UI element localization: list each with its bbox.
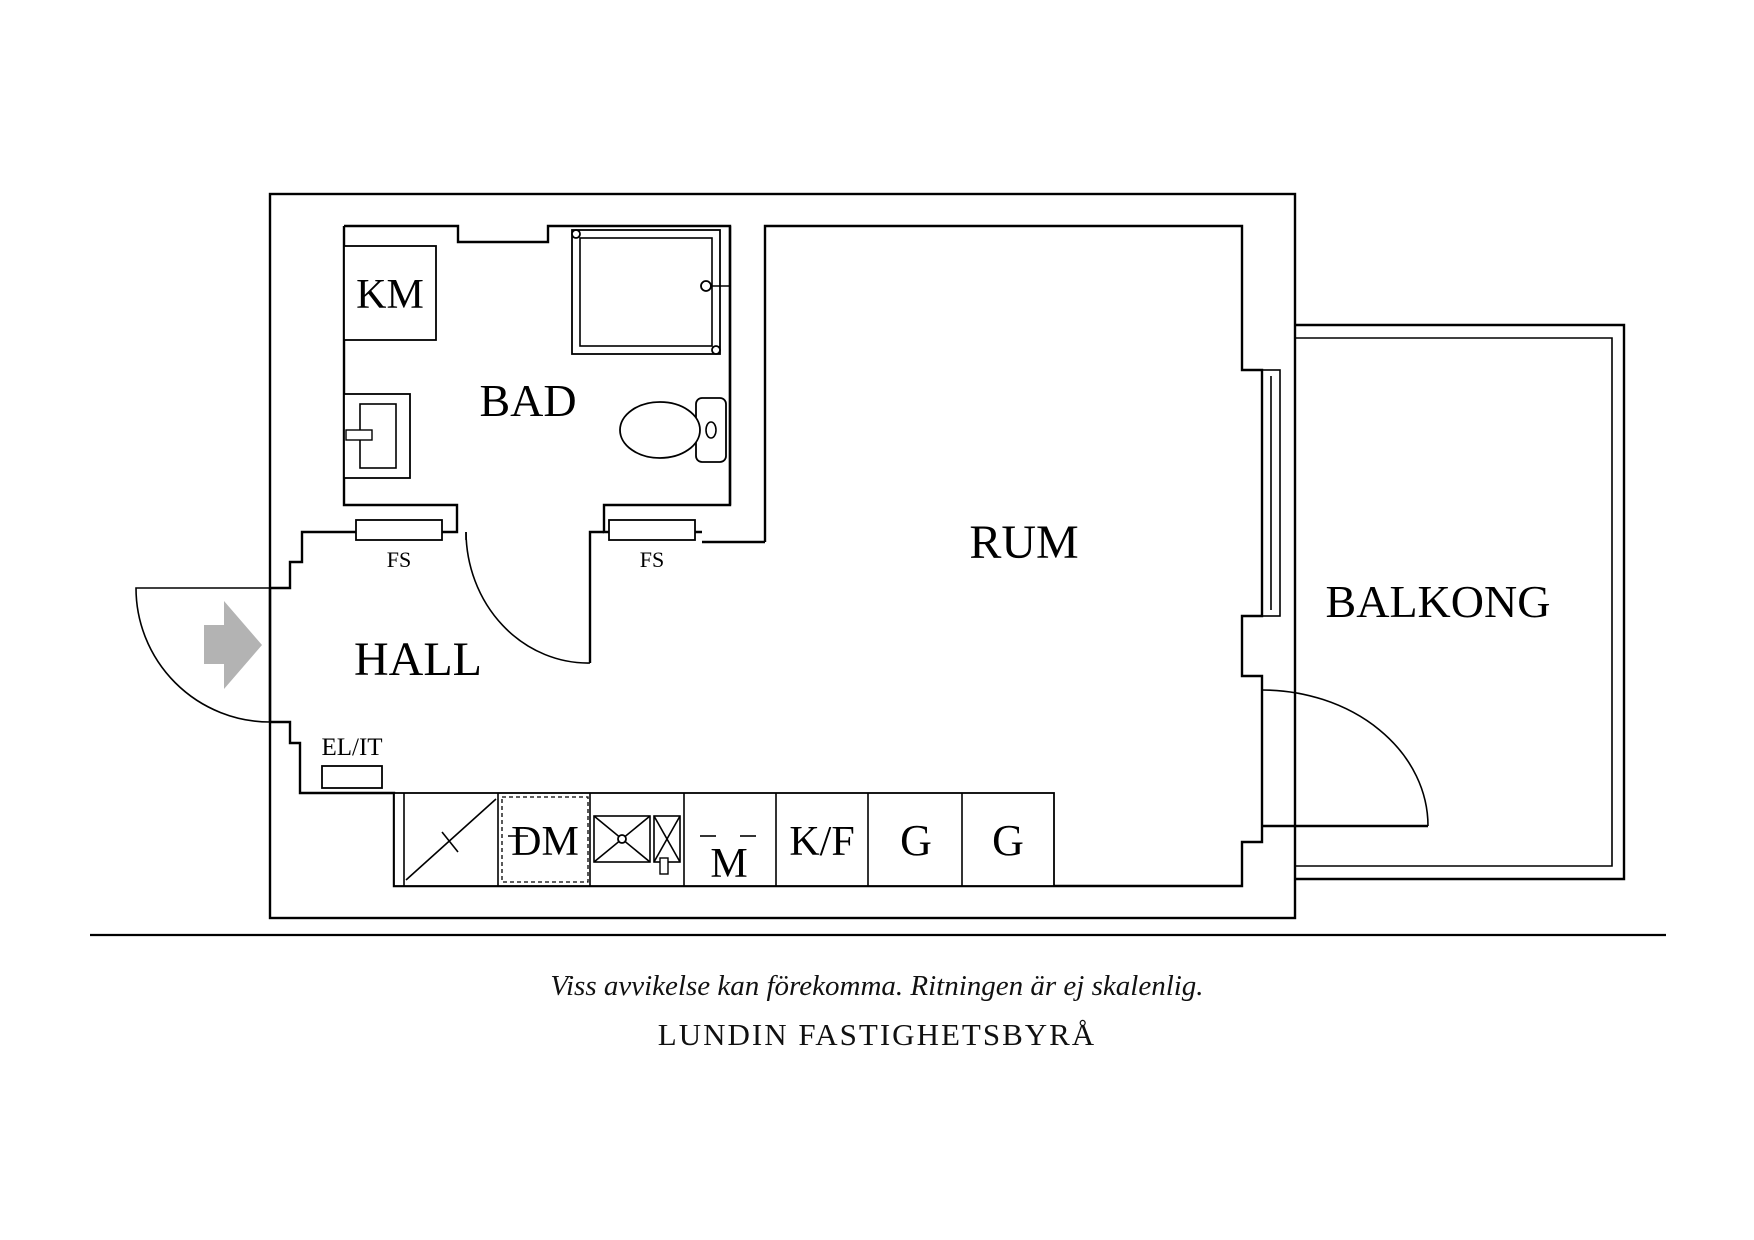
label-bad: BAD [479, 375, 576, 426]
bathroom-wall-top [344, 224, 732, 534]
outer-wall [268, 192, 1297, 920]
balcony-window [1261, 369, 1281, 617]
label-kf: K/F [789, 819, 854, 865]
label-dm: DM [511, 819, 579, 865]
kitchen-faucet-icon [659, 857, 669, 875]
hall-wall-top [270, 530, 360, 590]
faucet-icon [345, 429, 373, 441]
label-km: KM [356, 272, 424, 318]
hall-door-swing [465, 531, 591, 664]
label-m: M [710, 841, 747, 887]
entrance-arrow-icon [204, 601, 262, 689]
entrance-door-swing [135, 587, 271, 723]
hall-bad-divider [588, 530, 604, 663]
balcony-door-swing [1261, 689, 1429, 827]
rum-wall-top-right [763, 224, 1264, 690]
washing-machine [343, 245, 437, 341]
shower [571, 229, 721, 355]
closet-fs-left [355, 519, 443, 541]
label-hall: HALL [354, 633, 482, 686]
disclaimer-text: Viss avvikelse kan förekomma. Ritningen … [550, 970, 1204, 1002]
balcony-outer [1295, 323, 1626, 881]
label-fs-left: FS [387, 547, 411, 572]
label-el-it: EL/IT [321, 734, 382, 761]
hall-wall-bottom [270, 720, 302, 766]
company-name: LUNDIN FASTIGHETSBYRÅ [657, 1017, 1097, 1052]
kitchen-counter [393, 792, 1055, 887]
label-rum: RUM [969, 516, 1078, 569]
cabinet-diagonal [405, 798, 497, 881]
balcony-inner [1295, 337, 1613, 867]
label-balkong: BALKONG [1326, 576, 1551, 627]
el-it-box [321, 765, 383, 789]
toilet [619, 401, 701, 459]
kitchen-sink-bowl [593, 815, 651, 863]
label-fs-right: FS [640, 547, 664, 572]
label-g2: G [992, 816, 1024, 865]
dishwasher-outline [501, 796, 589, 883]
label-g1: G [900, 816, 932, 865]
closet-fs-right [608, 519, 696, 541]
